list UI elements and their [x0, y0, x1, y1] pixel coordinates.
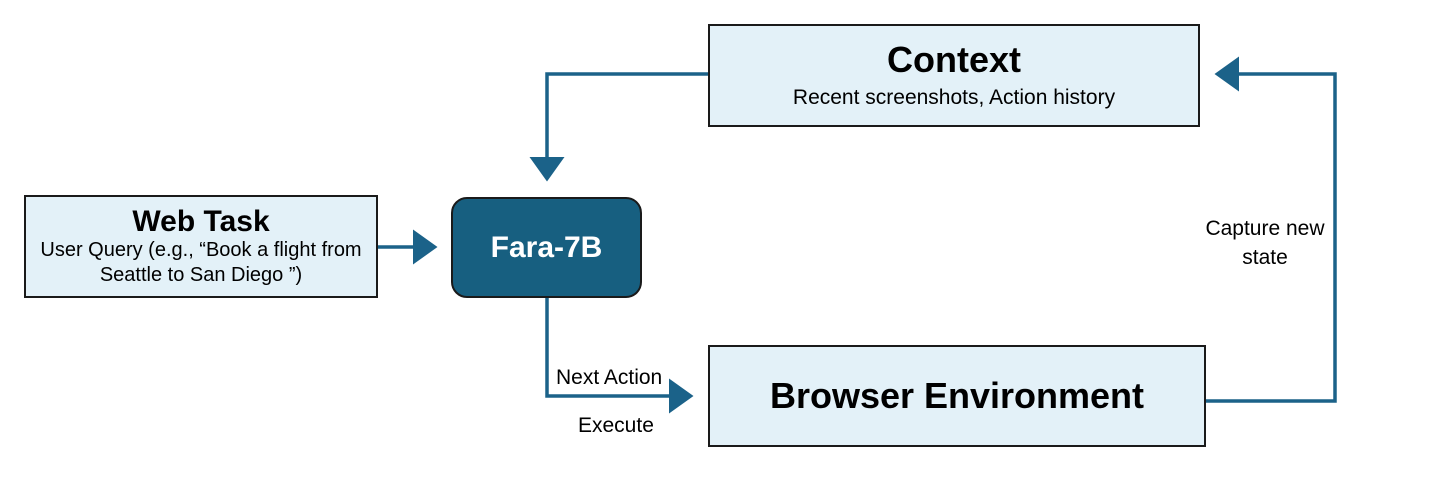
- web-task-query: User Query (e.g., “Book a flight from Se…: [40, 239, 362, 286]
- context-subtitle: Recent screenshots, Action history: [792, 86, 1116, 110]
- arrow-browser-to-context: [1206, 56, 1337, 403]
- arrow-context-to-agent: [529, 72, 708, 182]
- browser-environment-node: Browser Environment: [708, 345, 1206, 447]
- arrow-agent-to-browser: [545, 298, 694, 414]
- context-node: Context Recent screenshots, Action histo…: [708, 24, 1200, 127]
- agent-node: Fara-7B: [451, 197, 642, 298]
- agent-title: Fara-7B: [490, 230, 603, 264]
- execute-label: Execute: [578, 414, 654, 437]
- context-title: Context: [887, 38, 1021, 80]
- browser-environment-title: Browser Environment: [769, 375, 1145, 417]
- next-action-label: Next Action: [556, 366, 663, 389]
- web-task-title: Web Task: [132, 205, 270, 238]
- web-task-node: Web Task User Query (e.g., “Book a fligh…: [24, 195, 378, 298]
- capture-new-state-label: Capture new state: [1205, 217, 1325, 270]
